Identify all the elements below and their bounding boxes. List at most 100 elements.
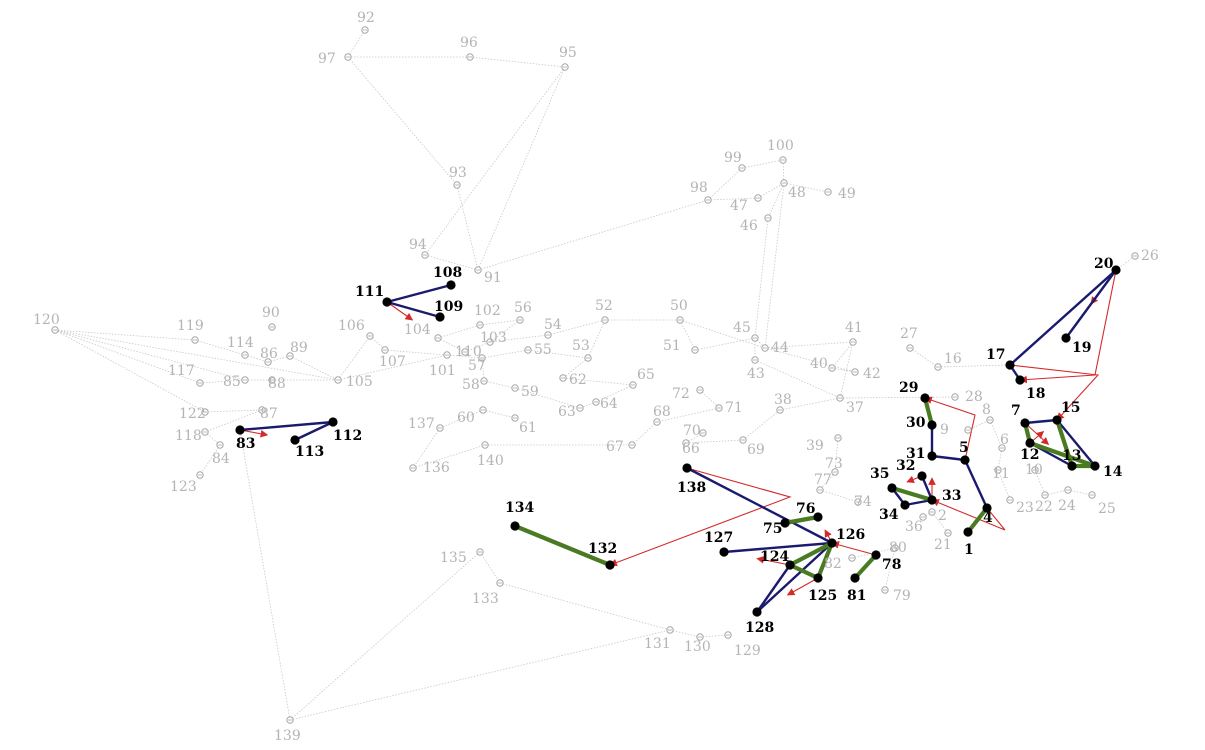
grey-edge-94-91 — [424, 254, 479, 271]
red-arrow-5-29 — [924, 396, 976, 461]
grey-node-label-131: 131 — [644, 636, 671, 652]
grey-node-label-6: 6 — [1000, 432, 1009, 448]
grey-edge-8-6 — [989, 419, 1003, 449]
grey-edge-130-129 — [699, 634, 729, 638]
grey-node-label-65: 65 — [637, 367, 655, 383]
red-arrow-138-132 — [609, 467, 792, 567]
green-edge-12-14 — [1027, 440, 1098, 469]
node-15 — [1052, 415, 1062, 425]
grey-node-label-22: 22 — [1035, 499, 1053, 515]
grey-node-label-56: 56 — [514, 300, 532, 316]
grey-edge-105-101 — [337, 354, 448, 381]
grey-edge-86-89 — [267, 355, 291, 363]
blue-edge-5-4 — [963, 459, 989, 509]
grey-node-label-23: 23 — [1016, 500, 1034, 516]
grey-node-label-37: 37 — [846, 400, 864, 416]
grey-node-label-50: 50 — [670, 298, 688, 314]
grey-edge-133-131 — [499, 582, 671, 631]
node-108 — [446, 280, 456, 290]
grey-edge-120-85 — [54, 329, 246, 381]
blue-edge-31-5 — [931, 454, 966, 462]
grey-edge-69-38 — [742, 409, 781, 441]
grey-edge-104-110 — [437, 337, 466, 353]
grey-edge-136-140 — [412, 444, 486, 469]
grey-edge-37-28 — [839, 396, 956, 399]
grey-node-label-58: 58 — [462, 377, 480, 393]
grey-node-label-10: 10 — [1025, 462, 1043, 478]
grey-edge-92-97 — [347, 29, 366, 58]
grey-edge-72-71 — [699, 389, 720, 409]
grey-node-label-16: 16 — [944, 351, 962, 367]
grey-node-label-89: 89 — [290, 340, 308, 356]
grey-node-label-94: 94 — [409, 237, 427, 253]
grey-node-label-66: 66 — [682, 441, 700, 457]
grey-node-label-54: 54 — [544, 317, 562, 333]
grey-node-label-91: 91 — [484, 270, 502, 286]
node-label-30: 30 — [906, 415, 926, 431]
grey-edge-135-133 — [479, 551, 501, 584]
grey-node-label-90: 90 — [262, 305, 280, 321]
node-label-18: 18 — [1026, 386, 1045, 402]
node-label-109: 109 — [434, 299, 463, 315]
red-arrow-125-128 — [786, 577, 819, 596]
green-edge-35-33 — [889, 485, 935, 503]
grey-edge-95-94 — [424, 66, 566, 256]
grey-edge-50-44 — [679, 319, 766, 349]
grey-node-label-53: 53 — [572, 338, 590, 354]
grey-node-label-52: 52 — [595, 298, 613, 314]
node-label-111: 111 — [355, 284, 384, 300]
grey-edge-40-42 — [831, 367, 856, 373]
grey-edge-24-25 — [1067, 489, 1093, 496]
grey-edge-98-47 — [707, 197, 759, 201]
node-7 — [1020, 418, 1030, 428]
grey-edge-98-99 — [707, 167, 743, 201]
grey-edge-120-119 — [54, 329, 196, 341]
grey-edge-60-61 — [482, 409, 516, 419]
grey-node-label-24: 24 — [1058, 498, 1076, 514]
grey-node-label-38: 38 — [774, 392, 792, 408]
grey-node-label-93: 93 — [449, 165, 467, 181]
grey-node-label-130: 130 — [684, 639, 711, 655]
grey-edge-137-136 — [412, 427, 441, 469]
node-label-29: 29 — [899, 380, 918, 396]
grey-node-label-60: 60 — [457, 410, 475, 426]
node-label-125: 125 — [808, 588, 837, 604]
grey-node-label-46: 46 — [740, 218, 758, 234]
grey-node-label-44: 44 — [771, 340, 789, 356]
grey-node-label-119: 119 — [177, 318, 204, 334]
node-label-138: 138 — [677, 480, 706, 496]
grey-edge-39-73 — [834, 437, 839, 473]
red-arrow-83-113 — [239, 429, 269, 438]
grey-edge-68-67 — [631, 421, 658, 446]
node-label-108: 108 — [433, 265, 462, 281]
node-label-17: 17 — [986, 347, 1005, 363]
red-arrow-111-104 — [386, 301, 414, 321]
grey-node-label-82: 82 — [824, 556, 842, 572]
grey-node-label-79: 79 — [893, 588, 911, 604]
grey-node-label-84: 84 — [212, 451, 230, 467]
grey-edge-41-40 — [831, 341, 854, 369]
node-label-132: 132 — [588, 541, 617, 557]
grey-node-label-77: 77 — [814, 472, 832, 488]
grey-edge-103-54 — [489, 334, 549, 343]
grey-node-label-40: 40 — [810, 356, 828, 372]
grey-node-label-96: 96 — [460, 35, 478, 51]
grey-edge-122-87 — [204, 409, 263, 413]
grey-node-label-88: 88 — [268, 376, 286, 392]
grey-edge-120-122 — [54, 329, 206, 413]
grey-node-label-73: 73 — [825, 456, 843, 472]
red-arrow-4-33 — [931, 499, 1006, 531]
grey-edge-80-79 — [884, 547, 896, 591]
grey-edge-45-44 — [754, 337, 766, 349]
grey-edge-99-100 — [741, 159, 784, 169]
grey-edge-104-102 — [437, 324, 481, 339]
node-label-4: 4 — [983, 510, 993, 526]
grey-node-label-122: 122 — [179, 406, 206, 422]
grey-node-label-71: 71 — [725, 400, 743, 416]
node-label-35: 35 — [870, 466, 889, 482]
grey-node-label-67: 67 — [606, 439, 624, 455]
grey-edge-95-91 — [477, 66, 566, 271]
grey-node-label-106: 106 — [338, 318, 365, 334]
node-134 — [510, 521, 520, 531]
